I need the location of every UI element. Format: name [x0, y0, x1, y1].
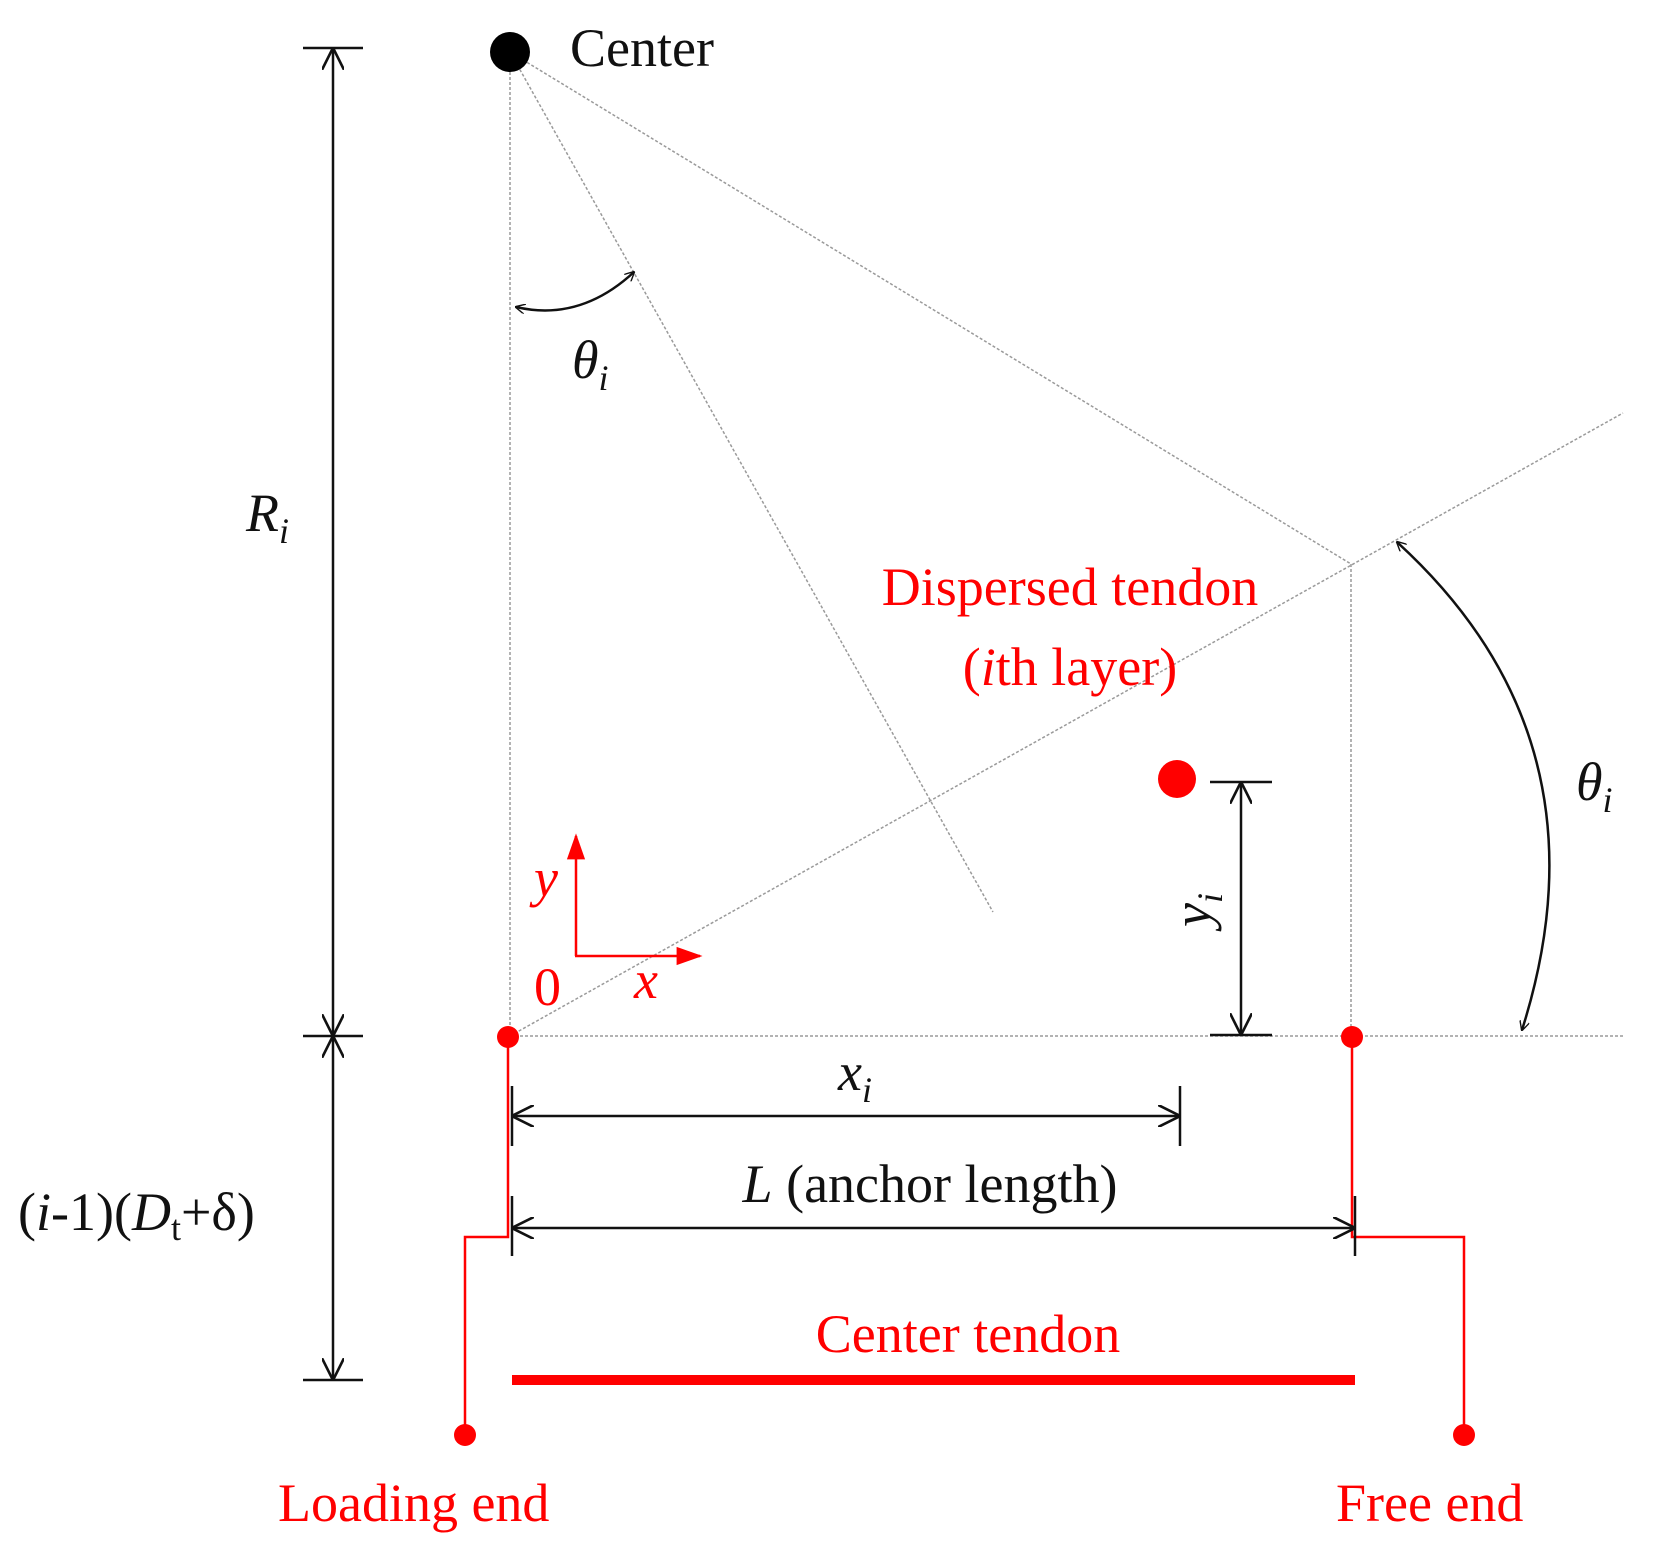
layer-offset-D: D — [131, 1182, 171, 1242]
xi-dimension — [510, 1086, 1182, 1146]
loading-end-terminal — [454, 1424, 476, 1446]
layer-offset-open: ( — [18, 1182, 36, 1242]
right-theta-symbol: θ — [1576, 752, 1603, 812]
upper-theta-label: θi — [572, 330, 609, 398]
free-end-terminal — [1453, 1424, 1475, 1446]
bisector-line — [509, 51, 994, 913]
radius-dimension — [303, 46, 363, 1038]
construction-lines — [509, 51, 1625, 1037]
x-axis-label: x — [633, 950, 658, 1010]
upper-theta-symbol: θ — [572, 330, 599, 390]
upper-theta-subscript: i — [599, 358, 609, 398]
layer-offset-dimension — [303, 1038, 363, 1382]
xi-label: xi — [837, 1042, 872, 1110]
dispersed-tendon-label-line2: (ith layer) — [963, 637, 1177, 697]
anchor-length-text: (anchor length) — [773, 1154, 1118, 1214]
dispersed-label-open-paren: ( — [963, 637, 981, 697]
free-end-wire — [1350, 1037, 1466, 1435]
dispersed-tendon-point — [1158, 760, 1196, 798]
xi-subscript: i — [862, 1070, 872, 1110]
anchor-length-label: L (anchor length) — [742, 1154, 1118, 1214]
inclined-tangent-line — [509, 412, 1624, 1037]
anchor-length-symbol: L — [742, 1154, 773, 1214]
layer-offset-i: i — [36, 1182, 51, 1242]
layer-offset-end: +δ) — [181, 1182, 255, 1242]
radius-symbol: R — [245, 483, 279, 543]
anchor-length-dimension — [510, 1196, 1357, 1256]
yi-dimension — [1210, 780, 1272, 1037]
right-theta-arc — [1397, 542, 1551, 1030]
right-theta-subscript: i — [1603, 780, 1613, 820]
layer-offset-t: t — [171, 1208, 181, 1248]
free-end-label: Free end — [1336, 1473, 1523, 1533]
yi-label: yi — [1162, 893, 1230, 932]
radius-subscript: i — [279, 511, 289, 551]
upper-theta-arc — [516, 272, 634, 310]
center-label: Center — [570, 18, 714, 78]
local-axes — [566, 833, 703, 966]
right-theta-label: θi — [1576, 752, 1613, 820]
center-point — [490, 32, 530, 72]
y-axis-label: y — [529, 848, 558, 908]
radius-label: Ri — [245, 483, 289, 551]
dispersed-tendon-label-line1: Dispersed tendon — [882, 557, 1258, 617]
loading-end-label: Loading end — [278, 1473, 549, 1533]
line-center-to-dispersed-point — [509, 51, 1352, 565]
layer-offset-mid: -1)( — [51, 1182, 132, 1242]
dispersed-label-i: i — [981, 637, 996, 697]
yi-symbol: y — [1162, 903, 1222, 932]
layer-offset-label: (i-1)(Dt+δ) — [18, 1182, 255, 1248]
xi-symbol: x — [837, 1042, 862, 1102]
dispersed-label-rest: th layer) — [996, 637, 1177, 697]
loading-end-wire — [463, 1037, 510, 1435]
origin-label: 0 — [534, 957, 561, 1017]
center-tendon-label: Center tendon — [816, 1304, 1120, 1364]
yi-subscript: i — [1190, 893, 1230, 903]
